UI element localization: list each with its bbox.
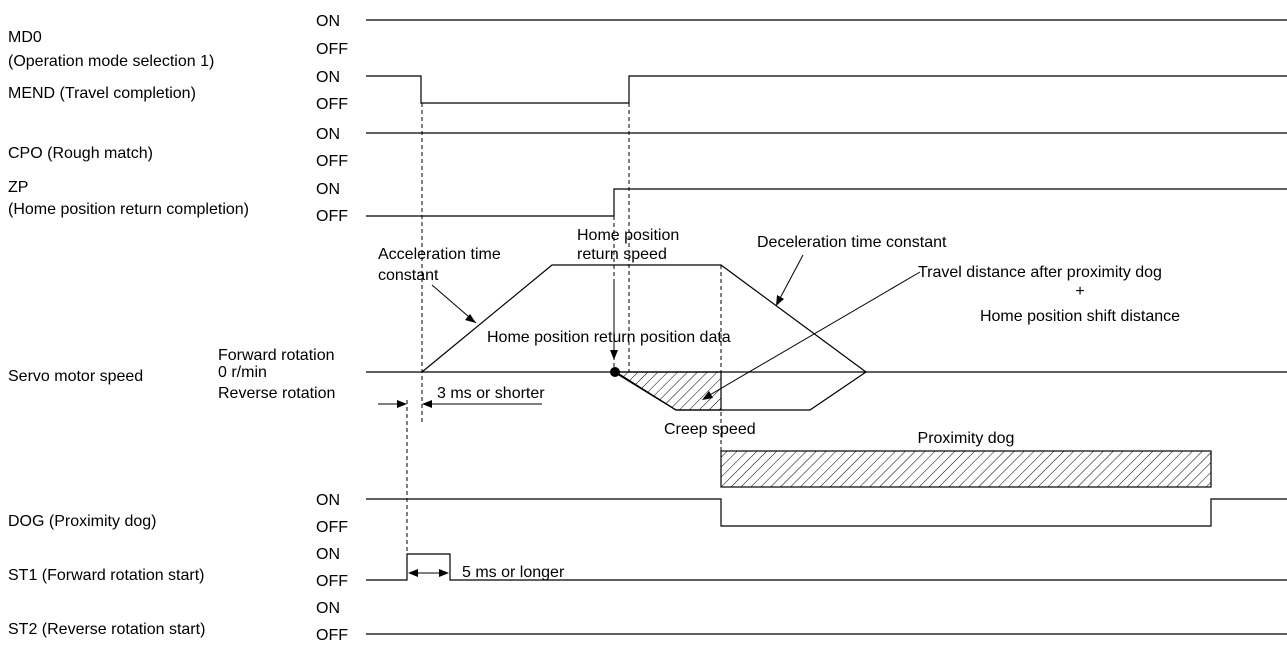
zp-sublabel: (Home position return completion) (8, 201, 249, 218)
dog-on: ON (316, 492, 340, 509)
dog-label: DOG (Proximity dog) (8, 513, 156, 530)
delay-arrow-right (422, 400, 432, 408)
servo-speed-label: Servo motor speed (8, 368, 143, 385)
st2-label: ST2 (Reverse rotation start) (8, 621, 205, 638)
delay-arrow-left (397, 400, 407, 408)
cpo-off: OFF (316, 153, 348, 170)
pulse-arrow-right (439, 569, 449, 577)
pulse-5ms-label: 5 ms or longer (462, 564, 565, 581)
home-speed-label-line1: Home position (577, 227, 679, 244)
reverse-rotation-label: Reverse rotation (218, 385, 335, 402)
zp-on: ON (316, 181, 340, 198)
md0-off: OFF (316, 41, 348, 58)
home-data-label: Home position return position data (487, 329, 731, 346)
pulse-arrow-left (408, 569, 418, 577)
dog-waveform (366, 498, 1287, 527)
st1-label: ST1 (Forward rotation start) (8, 567, 205, 584)
cpo-on: ON (316, 126, 340, 143)
mend-on: ON (316, 69, 340, 86)
dog-off: OFF (316, 519, 348, 536)
zp-waveform (366, 188, 1287, 217)
travel-leader (707, 271, 921, 397)
home-speed-arrowhead (610, 350, 618, 360)
delay-3ms-label: 3 ms or shorter (437, 385, 545, 402)
mend-waveform (366, 75, 1287, 104)
mend-off: OFF (316, 96, 348, 113)
proximity-dog-label: Proximity dog (918, 430, 1015, 447)
forward-rotation-label: Forward rotation (218, 347, 335, 364)
zero-speed-label: 0 r/min (218, 364, 267, 381)
home-position-marker (610, 367, 620, 377)
decel-arrowhead (776, 295, 784, 306)
md0-sublabel: (Operation mode selection 1) (8, 53, 214, 70)
st2-off: OFF (316, 627, 348, 644)
home-speed-label-line2: return speed (577, 246, 667, 263)
proximity-dog-bar (720, 450, 1212, 488)
st1-off: OFF (316, 573, 348, 590)
cpo-label: CPO (Rough match) (8, 145, 153, 162)
accel-arrowhead (465, 314, 476, 323)
creep-speed-label: Creep speed (664, 421, 756, 438)
md0-label: MD0 (8, 29, 42, 46)
accel-label-line1: Acceleration time (378, 246, 501, 263)
decel-label: Deceleration time constant (757, 234, 947, 251)
hatched-travel-area (613, 371, 722, 411)
st1-waveform (366, 553, 1287, 581)
st1-on: ON (316, 546, 340, 563)
decel-leader (777, 254, 804, 303)
accel-label-line2: constant (378, 267, 439, 284)
travel-label-line1: Travel distance after proximity dog (918, 264, 1162, 281)
zp-label: ZP (8, 179, 28, 196)
travel-label-line2: Home position shift distance (980, 308, 1180, 325)
forward-speed-curve (421, 264, 867, 373)
mend-label: MEND (Travel completion) (8, 85, 196, 102)
st2-on: ON (316, 600, 340, 617)
md0-on: ON (316, 13, 340, 30)
zp-off: OFF (316, 208, 348, 225)
travel-plus: + (1075, 283, 1084, 300)
travel-arrowhead (702, 391, 713, 400)
